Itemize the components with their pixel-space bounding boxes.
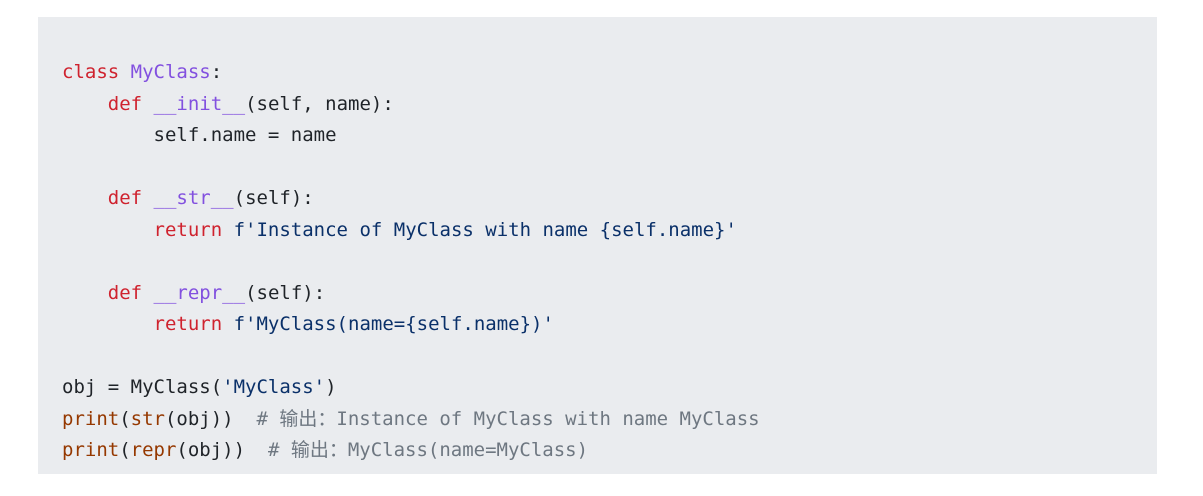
code-token-fn: __repr__ [153,281,246,304]
code-token-plain [222,309,233,341]
code-line: def __repr__(self): [62,278,1157,310]
code-line: return f'MyClass(name={self.name})' [62,309,1157,341]
code-token-plain: obj = MyClass( [62,376,223,398]
code-token-builtin: print [62,439,120,461]
code-token-plain: ( [119,407,131,430]
code-token-str: f'Instance of MyClass with name {self.na… [233,218,737,241]
code-token-kw: def [107,281,143,304]
code-indent [62,309,154,341]
code-token-plain: ) [325,376,337,398]
code-token-plain: (obj)) [176,439,268,461]
code-line: self.name = name [62,120,1157,152]
code-token-kw: def [107,187,143,209]
code-line [62,341,1157,373]
code-token-plain [142,183,153,215]
code-token-cls: MyClass [130,61,211,83]
code-token-kw: class [62,61,120,83]
code-token-plain: (self, name): [245,92,394,115]
code-token-comment: # 输出：Instance of MyClass with name MyCla… [256,407,760,430]
code-token-str: f'MyClass(name={self.name})' [233,313,554,335]
code-line: print(str(obj)) # 输出：Instance of MyClass… [62,404,1157,436]
code-line: class MyClass: [62,57,1157,89]
code-line: print(repr(obj)) # 输出：MyClass(name=MyCla… [62,435,1157,467]
code-token-plain: self.name = name [153,124,337,146]
code-token-str: 'MyClass' [222,376,326,398]
code-token-plain: (obj)) [164,407,257,430]
code-token-builtin: print [62,407,120,430]
code-token-builtin: repr [130,439,177,461]
code-line: def __str__(self): [62,183,1157,215]
code-block: class MyClass: def __init__(self, name):… [38,17,1157,474]
code-indent [62,215,154,247]
code-line [62,246,1157,278]
code-token-comment: # 输出：MyClass(name=MyClass) [267,439,589,461]
code-token-kw: def [107,92,143,115]
code-line [62,152,1157,184]
code-indent [62,183,108,215]
code-token-builtin: str [130,407,165,430]
code-token-plain: (self): [233,187,314,209]
code-token-plain: (self): [245,281,326,304]
code-token-plain [119,57,130,89]
code-token-fn: __str__ [153,187,234,209]
code-token-plain [142,278,153,310]
code-token-kw: return [153,218,223,241]
code-token-plain: : [210,61,223,83]
code-token-fn: __init__ [153,92,246,115]
code-indent [62,120,154,152]
code-indent [62,89,108,121]
code-token-plain [222,215,233,247]
code-line: return f'Instance of MyClass with name {… [62,215,1157,247]
code-line: def __init__(self, name): [62,89,1157,121]
code-token-kw: return [153,313,223,335]
code-token-plain [142,89,153,121]
code-line: obj = MyClass('MyClass') [62,372,1157,404]
code-lines: class MyClass: def __init__(self, name):… [62,57,1157,467]
code-indent [62,278,108,310]
code-token-plain: ( [119,439,131,461]
